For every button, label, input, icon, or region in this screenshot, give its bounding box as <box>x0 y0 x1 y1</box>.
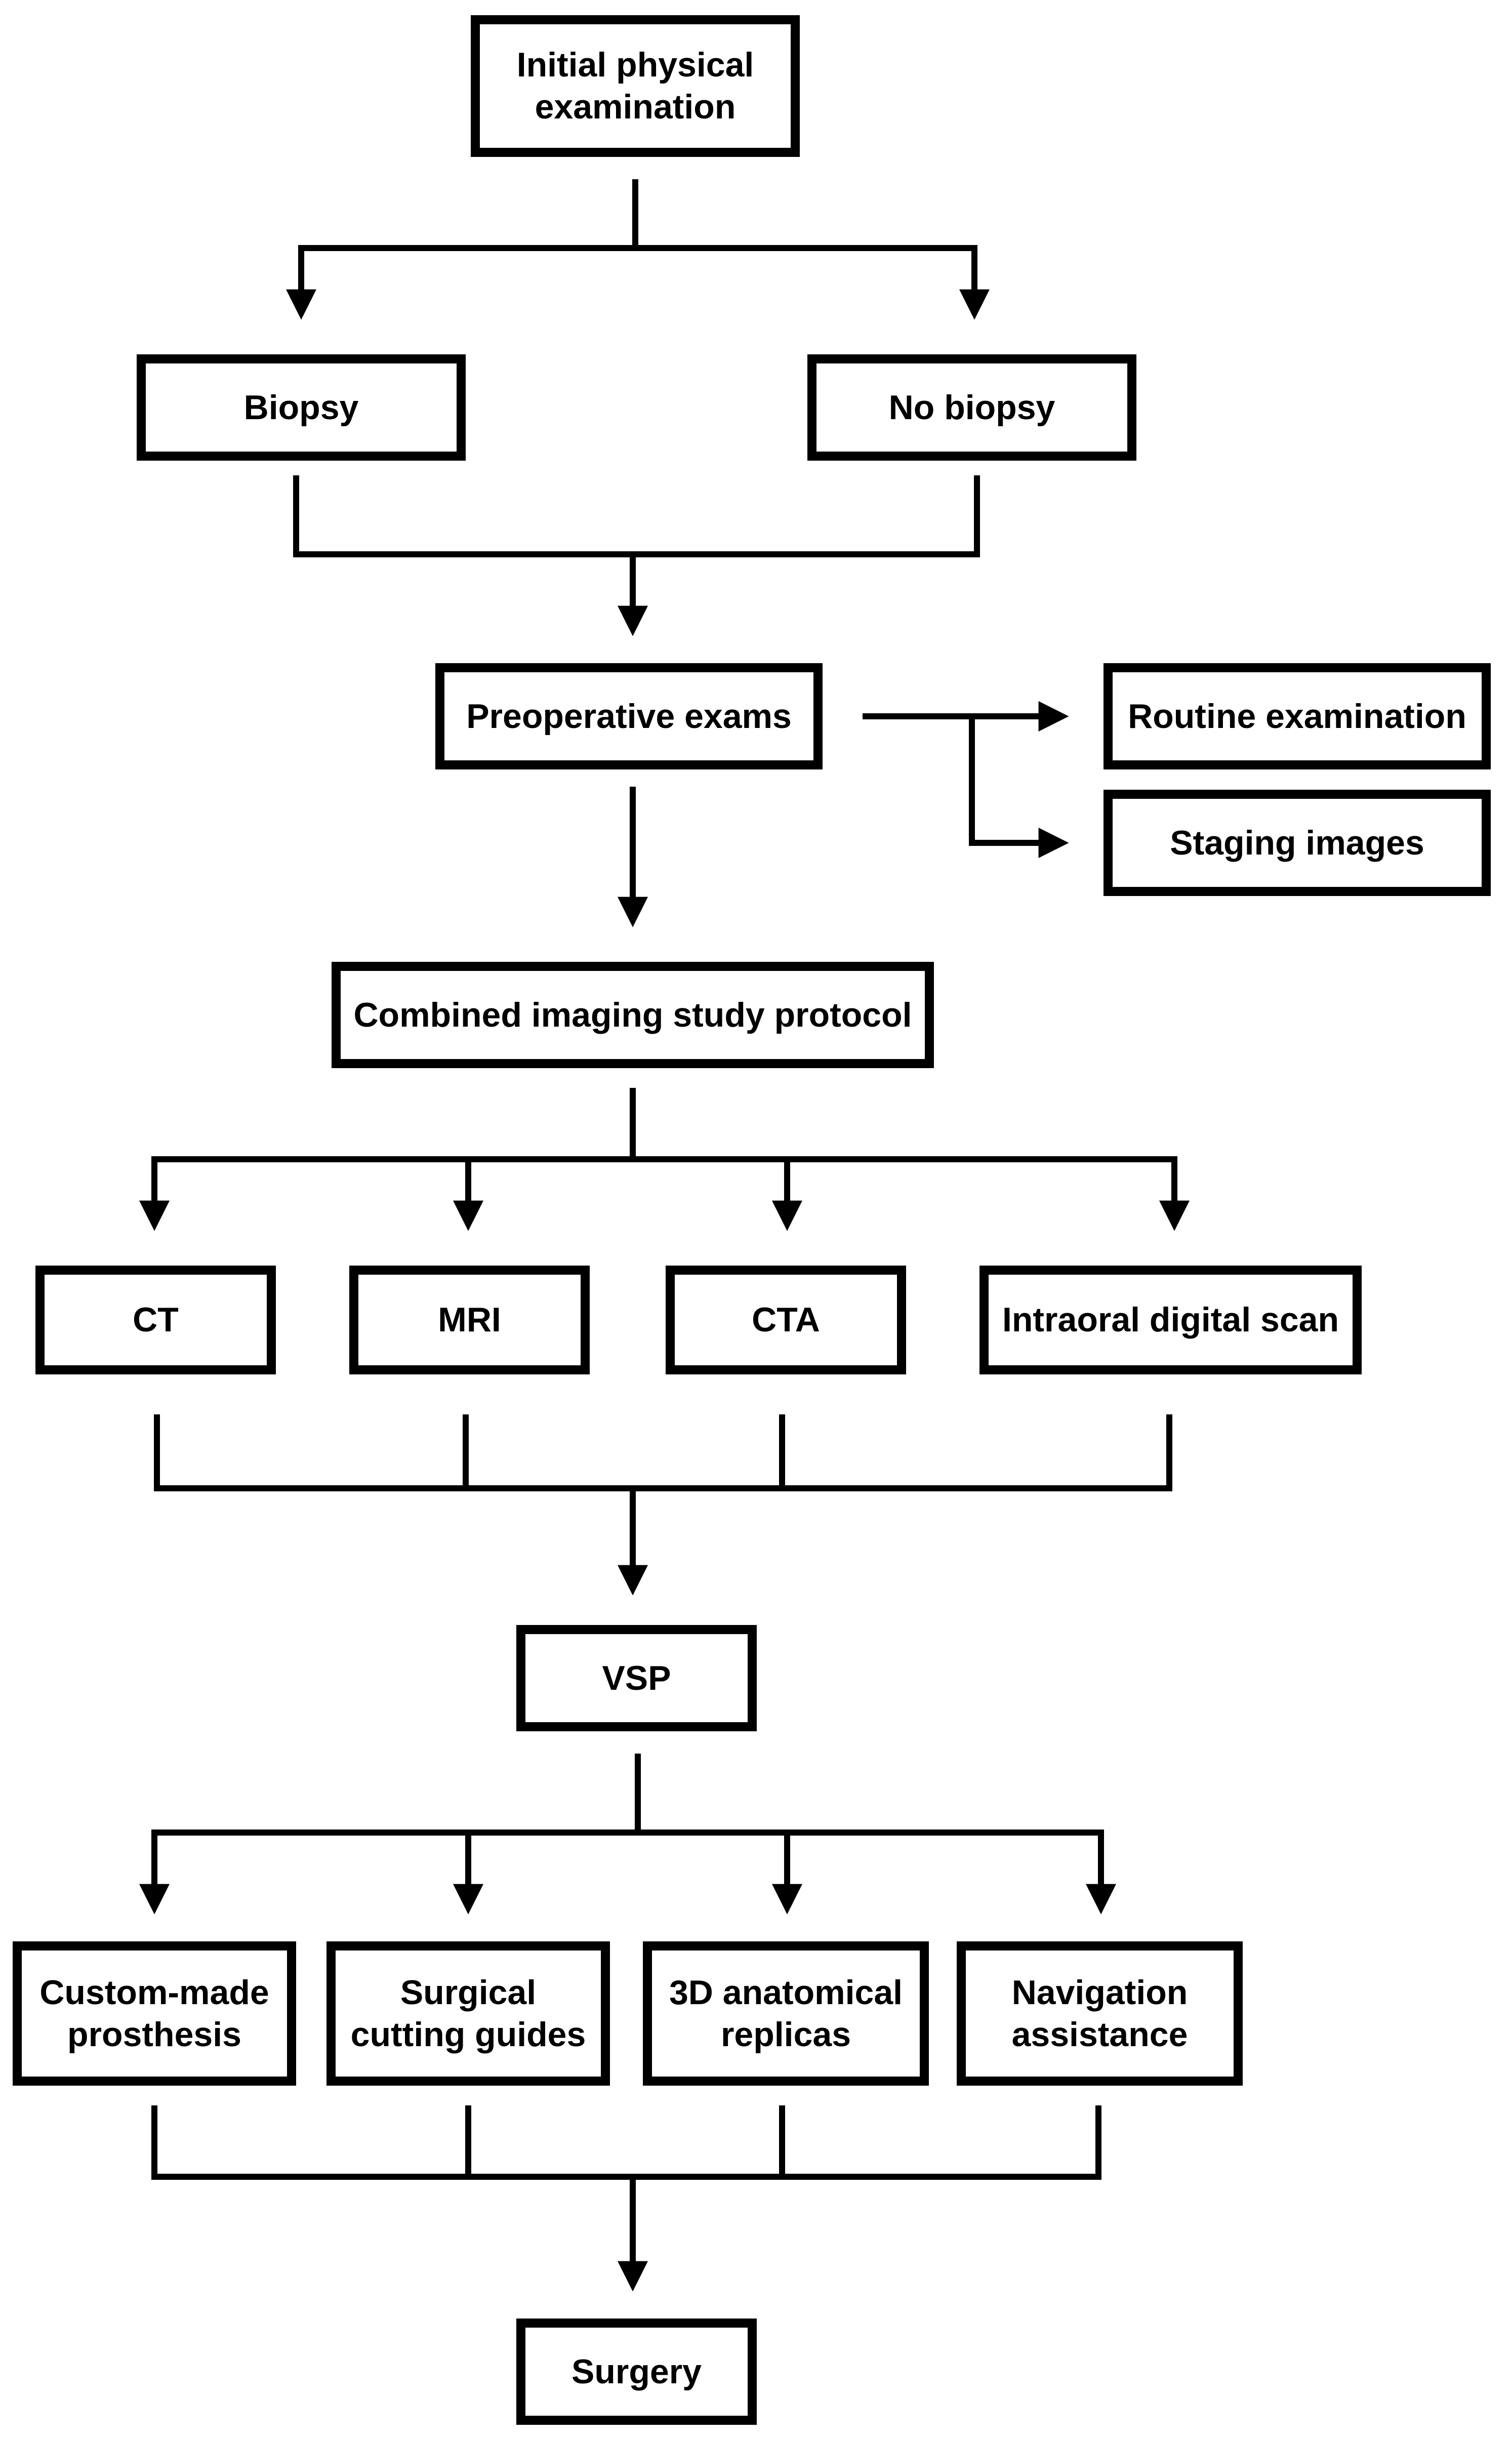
connector-outputs-merge <box>151 2105 1101 2180</box>
node-cta: CTA <box>666 1266 906 1374</box>
node-custom-prosthesis: Custom-made prosthesis <box>13 1941 296 2086</box>
node-biopsy: Biopsy <box>137 354 466 461</box>
connector-preop-side <box>863 713 975 846</box>
connector-exam-split <box>298 179 977 251</box>
node-combined-protocol: Combined imaging study protocol <box>332 962 934 1068</box>
connector-vsp-split <box>151 1754 1104 1836</box>
node-no-biopsy: No biopsy <box>807 354 1136 461</box>
connector-imaging-merge <box>154 1414 1172 1491</box>
node-mri: MRI <box>349 1266 590 1374</box>
node-intraoral-scan: Intraoral digital scan <box>979 1266 1362 1374</box>
node-surgery: Surgery <box>516 2319 757 2425</box>
node-ct: CT <box>35 1266 276 1374</box>
node-vsp: VSP <box>516 1625 757 1731</box>
node-staging-images: Staging images <box>1104 790 1491 896</box>
node-cutting-guides: Surgical cutting guides <box>326 1941 610 2086</box>
node-preoperative-exams: Preoperative exams <box>435 663 823 769</box>
connector-imaging-split <box>151 1088 1177 1162</box>
node-anatomical-replicas: 3D anatomical replicas <box>643 1941 929 2086</box>
node-navigation: Navigation assistance <box>957 1941 1243 2086</box>
node-initial-exam: Initial physical examination <box>471 15 800 157</box>
node-routine-examination: Routine examination <box>1104 663 1491 769</box>
connector-biopsy-merge <box>293 475 980 557</box>
